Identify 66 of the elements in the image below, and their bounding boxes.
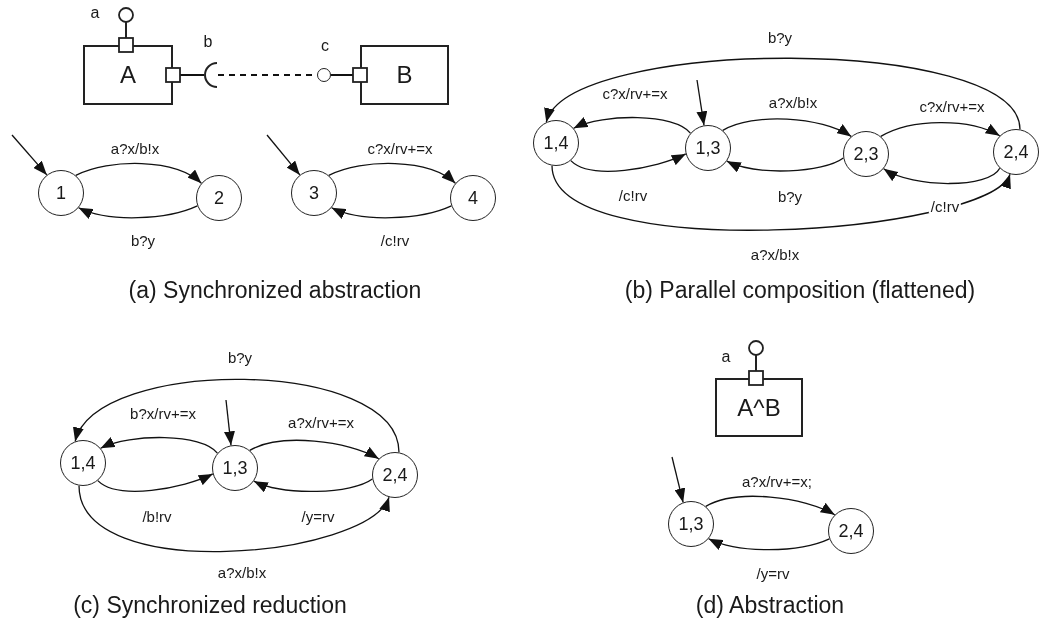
edge-label: c?x/rv+=x [365,140,435,156]
state-circle: 4 [450,175,496,221]
transition-arrow [97,473,214,492]
transition-arrow [707,538,831,551]
caption: (a) Synchronized abstraction [128,278,422,302]
edge-label: /b!rv [140,508,174,524]
state-circle: 1,4 [533,120,579,166]
transition-arrow [726,157,844,172]
state-circle: 1,3 [685,125,731,171]
transition-arrow [572,116,692,134]
transition-arrow [330,205,453,219]
required-interface-socket [204,62,218,88]
state-circle: 1 [38,170,84,216]
transition-arrow [99,436,219,454]
state-circle: 2 [196,175,242,221]
edge-label: a?x/rv+=x [286,414,356,430]
initial-state-arrow [266,134,301,176]
caption: (d) Abstraction [695,593,845,617]
transition-arrow [551,165,1011,231]
edge-label: /y=rv [754,565,792,581]
port-label: a [90,5,100,21]
transition-arrow [78,485,390,553]
interface-circle [317,68,331,82]
transition-arrow [722,118,852,138]
state-circle: 3 [291,170,337,216]
edge-label: a?x/b!x [766,94,820,110]
caption: (c) Synchronized reduction [73,593,347,617]
initial-state-arrow [11,134,48,176]
state-circle: 2,3 [843,131,889,177]
edge-label: c?x/rv+=x [917,98,987,114]
transition-arrow [705,495,836,516]
transition-arrow [74,378,400,453]
edge-label: a?x/rv+=x; [740,473,814,489]
state-circle: 2,4 [993,129,1039,175]
edge-label: a?x/b!x [215,564,269,580]
state-circle: 1,4 [60,440,106,486]
transition-arrow [328,162,457,184]
interface-label: c [321,38,329,54]
state-circle: 2,4 [828,508,874,554]
edge-label: c?x/rv+=x [600,85,670,101]
state-circle: 1,3 [668,501,714,547]
initial-state-arrow [671,456,686,504]
edge-label: /c!rv [616,187,650,203]
transition-arrow [880,121,1001,138]
transition-arrow [75,162,203,184]
edge-label: a?x/b!x [108,140,162,156]
state-circle: 2,4 [372,452,418,498]
transition-arrow [77,205,199,219]
edge-label: /y=rv [299,508,337,524]
state-circle: 1,3 [212,445,258,491]
transition-arrow [570,153,687,172]
transition-arrow [253,478,373,492]
caption: (b) Parallel composition (flattened) [624,278,976,302]
initial-state-arrow [696,79,708,126]
port-label: a [721,349,731,365]
component-box: A^B [715,378,803,437]
edge-label: a?x/b!x [748,246,802,262]
edge-label: b?x/rv+=x [128,405,198,421]
edge-label: /c!rv [378,232,412,248]
transition-arrow [249,439,380,460]
initial-state-arrow [224,399,235,446]
transition-arrow [882,167,1001,185]
edge-label: /c!rv [928,198,962,214]
interface-label: b [203,34,213,50]
component-box: B [360,45,449,105]
transition-arrow [545,57,1021,130]
